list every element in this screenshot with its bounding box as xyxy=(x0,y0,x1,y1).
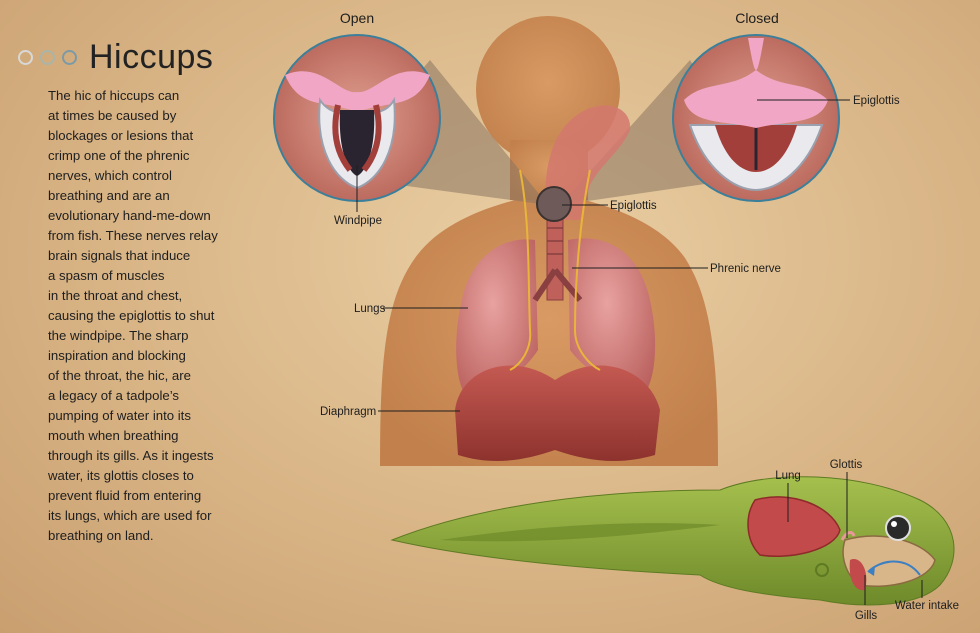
label-closed: Closed xyxy=(735,10,779,26)
body-text-line: brain signals that induce xyxy=(48,248,191,263)
left-lung xyxy=(456,239,538,400)
body-text-line: through its gills. As it ingests xyxy=(48,448,214,463)
right-lung xyxy=(568,238,656,400)
body-text-line: the windpipe. The sharp xyxy=(48,328,189,343)
body-text-line: breathing on land. xyxy=(48,528,154,543)
body-text-line: inspiration and blocking xyxy=(48,348,186,363)
decorative-circles xyxy=(18,50,77,65)
phrenic-nerves xyxy=(509,169,601,371)
label-gills: Gills xyxy=(855,610,878,622)
label-open: Open xyxy=(340,10,374,26)
circle-icon xyxy=(62,50,77,65)
label-epiglottis-body: Epiglottis xyxy=(610,200,657,212)
body-text-line: pumping of water into its xyxy=(48,408,191,423)
body-text-line: at times be caused by xyxy=(48,108,177,123)
closed-larynx-view xyxy=(672,34,840,202)
body-text-line: from fish. These nerves relay xyxy=(48,228,218,243)
body-text-line: water, its glottis closes to xyxy=(48,468,194,483)
label-epiglottis-closed: Epiglottis xyxy=(853,95,900,107)
body-text-line: a spasm of muscles xyxy=(48,268,165,283)
body-text-line: mouth when breathing xyxy=(48,428,179,443)
label-phrenic-nerve: Phrenic nerve xyxy=(710,263,781,275)
body-text-line: The hic of hiccups can xyxy=(48,88,180,103)
circle-icon xyxy=(40,50,55,65)
circle-icon xyxy=(18,50,33,65)
label-tadpole-lung: Lung xyxy=(775,470,801,482)
label-water-intake: Water intake xyxy=(895,600,959,612)
header: Hiccups xyxy=(18,38,213,77)
open-larynx-view xyxy=(273,34,441,202)
body-text-line: blockages or lesions that xyxy=(48,128,194,143)
label-diaphragm: Diaphragm xyxy=(320,406,376,418)
page-title: Hiccups xyxy=(89,38,214,76)
body-text-line: nerves, which control xyxy=(48,168,172,183)
body-text-line: a legacy of a tadpole’s xyxy=(48,388,179,403)
body-text-line: its lungs, which are used for xyxy=(48,508,212,523)
body-text-line: breathing and are an xyxy=(48,188,170,203)
body-text: The hic of hiccups can at times be caused… xyxy=(48,86,220,546)
body-text-line: of the throat, the hic, are xyxy=(48,368,191,383)
body-text-line: causing the epiglottis to shut xyxy=(48,308,215,323)
diaphragm xyxy=(455,365,660,462)
label-glottis: Glottis xyxy=(830,459,863,471)
tadpole-illustration xyxy=(390,476,955,606)
body-text-line: crimp one of the phrenic xyxy=(48,148,190,163)
label-windpipe: Windpipe xyxy=(334,215,382,227)
body-text-line: prevent fluid from entering xyxy=(48,488,202,503)
epiglottis-highlight xyxy=(536,186,572,222)
label-lungs: Lungs xyxy=(354,303,386,315)
body-text-line: evolutionary hand-me-down xyxy=(48,208,211,223)
body-text-line: in the throat and chest, xyxy=(48,288,183,303)
